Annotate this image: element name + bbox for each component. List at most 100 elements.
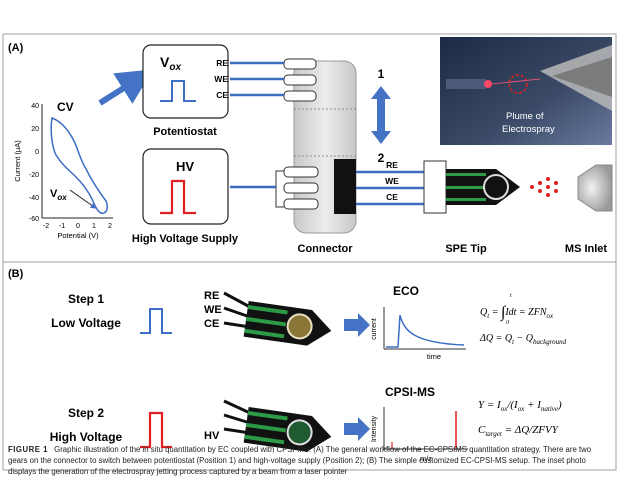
inset-text-line2: Electrospray — [502, 124, 555, 135]
inset-text-line1: Plume of — [506, 111, 544, 122]
figure-caption: FIGURE 1 Graphic illustration of the in … — [8, 444, 608, 477]
cv-xtick: 0 — [76, 223, 80, 230]
cv-ytick: -20 — [29, 172, 39, 179]
step1-spe-track — [245, 316, 287, 327]
step2-title: Step 2 — [68, 406, 104, 420]
connector: Connector 1 2 — [275, 58, 391, 255]
eco-plot-trace — [386, 314, 465, 348]
potentiostat-caption: Potentiostat — [153, 126, 217, 138]
cv-xtick: -2 — [43, 223, 49, 230]
caption-text: Graphic illustration of the in situ quan… — [8, 445, 592, 476]
potentiostat-box — [142, 44, 229, 119]
position-1-label: 1 — [378, 67, 385, 81]
potentiostat-pulse — [160, 80, 196, 102]
step1-ce: CE — [204, 318, 219, 330]
cv-ytick: -40 — [29, 195, 39, 202]
step1-method: ECO — [393, 284, 419, 298]
cv-ytick: 20 — [31, 126, 39, 133]
step1-spe-disk — [286, 313, 313, 340]
cv-ytick: 0 — [35, 149, 39, 156]
connector-socket — [283, 182, 319, 194]
connector-plug — [275, 170, 284, 208]
cv-x-ticks: -2 -1 0 1 2 — [43, 223, 112, 230]
step2-arrow — [344, 417, 370, 441]
eq-int-lower: 0 — [506, 320, 509, 326]
inset-photo: Plume of Electrospray — [440, 37, 612, 145]
cv-ylabel: Current (μA) — [13, 140, 22, 182]
ms-plot-xlabel: m/z — [420, 454, 432, 463]
step1-spe-track — [247, 304, 288, 315]
step2-subtitle: High Voltage — [50, 430, 123, 444]
step1-title: Step 1 — [68, 292, 104, 306]
step2-spe-track — [245, 422, 287, 433]
spray-dots — [530, 177, 558, 197]
inset-plume-ring — [508, 74, 528, 94]
step1-re: RE — [204, 290, 219, 302]
ms-plot-ylabel: Intensity — [371, 415, 378, 442]
ms-inlet-cone — [577, 164, 613, 212]
switch-arrow — [371, 86, 391, 144]
step2-spe-track — [247, 410, 288, 421]
hv-caption: High Voltage Supply — [132, 233, 239, 245]
connector-socket — [283, 198, 319, 210]
step1-we: WE — [204, 304, 222, 316]
inset-laser-dot — [484, 80, 492, 88]
hv-label: HV — [176, 159, 194, 174]
outer-frame — [2, 33, 617, 471]
eq-charge: Qt = ∫Idt = ZFNox — [480, 304, 554, 322]
step1-spe-track — [244, 328, 285, 339]
inset-spe — [446, 79, 486, 89]
potentiostat-ce-label: CE — [216, 90, 228, 100]
eq-int-upper: t — [510, 293, 512, 299]
spe-green-track — [446, 186, 486, 189]
cv-vox-arrow — [69, 189, 97, 209]
eq-yield: Y = Iox/(Iox + Inative) — [478, 399, 562, 413]
spe-tip: SPE Tip — [423, 160, 520, 255]
cv-vox: Vox — [50, 188, 67, 202]
position-2-label: 2 — [378, 151, 385, 165]
step1: Step 1 Low Voltage RE WE CE ECO current … — [51, 284, 466, 361]
step2: Step 2 High Voltage HV CPSI-MS Intensity… — [50, 385, 468, 463]
step2-spe-track — [244, 434, 285, 445]
cv-plot: CV 40 20 0 -20 -40 -60 -2 -1 0 1 2 Poten… — [13, 100, 113, 240]
cv-title: CV — [57, 100, 74, 114]
step2-pulse — [140, 411, 172, 449]
step2-spe — [243, 407, 332, 452]
spe-clip — [423, 160, 447, 214]
ms-inlet-caption: MS Inlet — [565, 243, 608, 255]
cv-xtick: 2 — [108, 223, 112, 230]
potentiostat: Vox RE WE CE Potentiostat — [142, 44, 229, 138]
hv-pulse — [160, 179, 196, 215]
connector-we-label: WE — [385, 176, 399, 186]
cv-xtick: 1 — [92, 223, 96, 230]
eq-delta-q: ΔQ = Qt − Qbackground — [479, 333, 567, 346]
panel-a-label: (A) — [8, 42, 24, 54]
spe-green-track — [446, 173, 486, 176]
connector-slider — [334, 159, 356, 214]
inset-beam — [491, 78, 541, 85]
panel-b-label: (B) — [8, 268, 24, 280]
ms-inlet: MS Inlet — [565, 164, 613, 255]
step1-arrow — [344, 313, 370, 337]
spe-electrode — [483, 174, 509, 200]
potentiostat-vox: Vox — [160, 54, 181, 73]
connector-re-label: RE — [386, 160, 398, 170]
eq-target: Ctarget = ΔQ/ZFVY — [478, 424, 560, 438]
caption-lead: FIGURE 1 — [8, 445, 48, 454]
cv-xlabel: Potential (V) — [57, 231, 99, 240]
cv-ytick: 40 — [31, 103, 39, 110]
cv-y-ticks: 40 20 0 -20 -40 -60 — [29, 103, 39, 223]
step2-hv: HV — [204, 430, 220, 442]
connector-ce-label: CE — [386, 192, 398, 202]
potentiostat-we-label: WE — [214, 74, 228, 84]
connector-socket — [283, 90, 317, 102]
hv-supply: HV High Voltage Supply — [132, 148, 239, 245]
hv-supply-box — [142, 148, 229, 225]
cv-curve — [50, 116, 109, 215]
potentiostat-wires — [230, 61, 284, 97]
cv-ytick: -60 — [29, 216, 39, 223]
inset-capillary-shadow — [552, 57, 612, 97]
cv-xtick: -1 — [59, 223, 65, 230]
eco-plot-xlabel: time — [427, 352, 441, 361]
